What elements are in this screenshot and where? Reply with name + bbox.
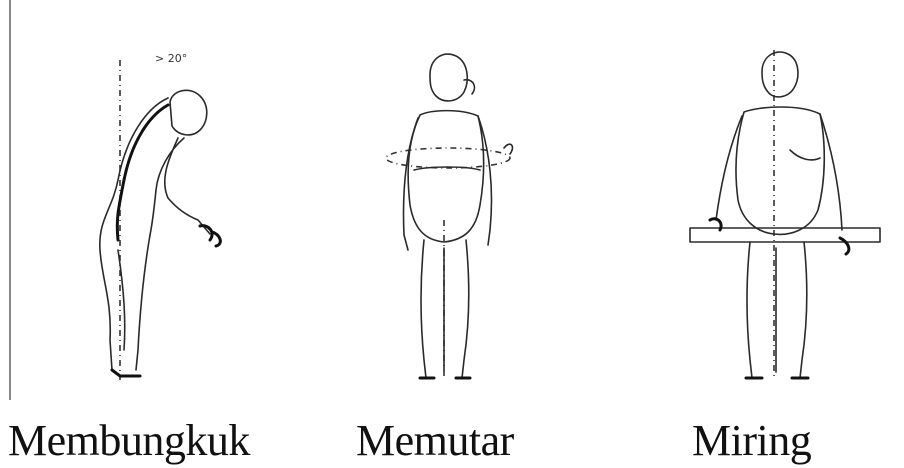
left-arm: [716, 116, 742, 220]
caption-twisting: Memutar: [356, 415, 514, 466]
hip-reference-bar: [690, 228, 880, 242]
right-leg: [800, 242, 807, 378]
rear-leg: [118, 250, 125, 350]
hands: [200, 226, 220, 246]
right-leg: [462, 240, 469, 378]
right-arm: [478, 116, 492, 245]
arm: [165, 138, 210, 234]
torso: [408, 111, 483, 242]
front-leg: [136, 235, 150, 370]
head: [762, 52, 798, 97]
left-leg: [421, 240, 426, 378]
left-border-rule: [9, 0, 11, 400]
twisting-body-drawing: [360, 20, 540, 390]
torso-detail: [790, 150, 820, 160]
angle-label: > 20°: [155, 52, 187, 65]
rotation-arrow: [504, 144, 512, 154]
bending-body-drawing: > 20°: [60, 20, 240, 390]
left-leg: [747, 242, 752, 378]
left-arm: [404, 118, 418, 250]
rotation-indicator: [386, 148, 510, 168]
front-torso: [150, 138, 184, 235]
tilting-figure: [680, 20, 890, 390]
torso: [736, 107, 824, 234]
bending-figure: > 20°: [60, 20, 240, 390]
right-hand: [840, 238, 849, 254]
tilting-body-drawing: [680, 20, 890, 390]
twisting-figure: [360, 20, 540, 390]
feet: [112, 370, 140, 376]
head: [430, 54, 467, 101]
head: [170, 90, 207, 135]
caption-tilting: Miring: [692, 415, 811, 466]
caption-bending: Membungkuk: [8, 415, 250, 466]
back-contour: [100, 98, 168, 370]
